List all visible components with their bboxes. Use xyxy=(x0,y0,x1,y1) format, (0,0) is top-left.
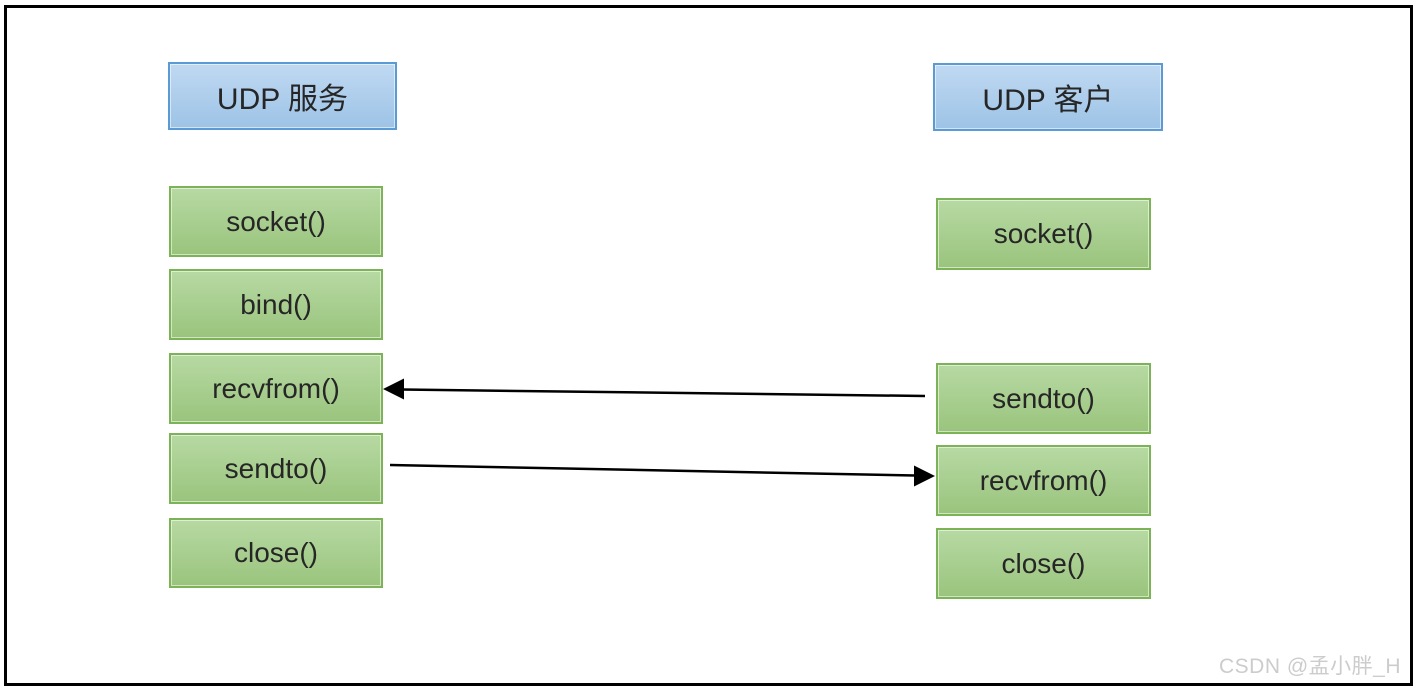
server-fn-recvfrom: recvfrom() xyxy=(169,353,383,424)
client-fn-sendto: sendto() xyxy=(936,363,1151,434)
server-fn-sendto: sendto() xyxy=(169,433,383,504)
client-fn-recvfrom-label: recvfrom() xyxy=(979,464,1108,496)
client-fn-socket: socket() xyxy=(936,198,1151,270)
client-fn-close-label: close() xyxy=(1001,547,1086,579)
server-fn-close-label: close() xyxy=(233,537,318,568)
watermark: CSDN @孟小胖_H xyxy=(1218,655,1401,678)
client-fn-socket-label: socket() xyxy=(993,218,1094,249)
server-fn-sendto-label: sendto() xyxy=(224,452,328,484)
server-fn-socket: socket() xyxy=(169,186,383,257)
outer-frame xyxy=(4,5,1413,686)
client-fn-sendto-label: sendto() xyxy=(992,382,1095,414)
server-fn-close: close() xyxy=(169,518,383,588)
server-title: UDP 服务 xyxy=(216,83,349,116)
server-header-box: UDP 服务 xyxy=(168,62,397,130)
server-fn-bind-label: bind() xyxy=(240,288,312,320)
client-header-box: UDP 客户 xyxy=(933,63,1163,131)
server-fn-bind: bind() xyxy=(169,269,383,340)
server-fn-recvfrom-label: recvfrom() xyxy=(212,372,340,404)
server-fn-socket-label: socket() xyxy=(226,205,326,237)
client-fn-close: close() xyxy=(936,528,1151,599)
client-title: UDP 客户 xyxy=(982,84,1114,117)
client-fn-recvfrom: recvfrom() xyxy=(936,445,1151,516)
